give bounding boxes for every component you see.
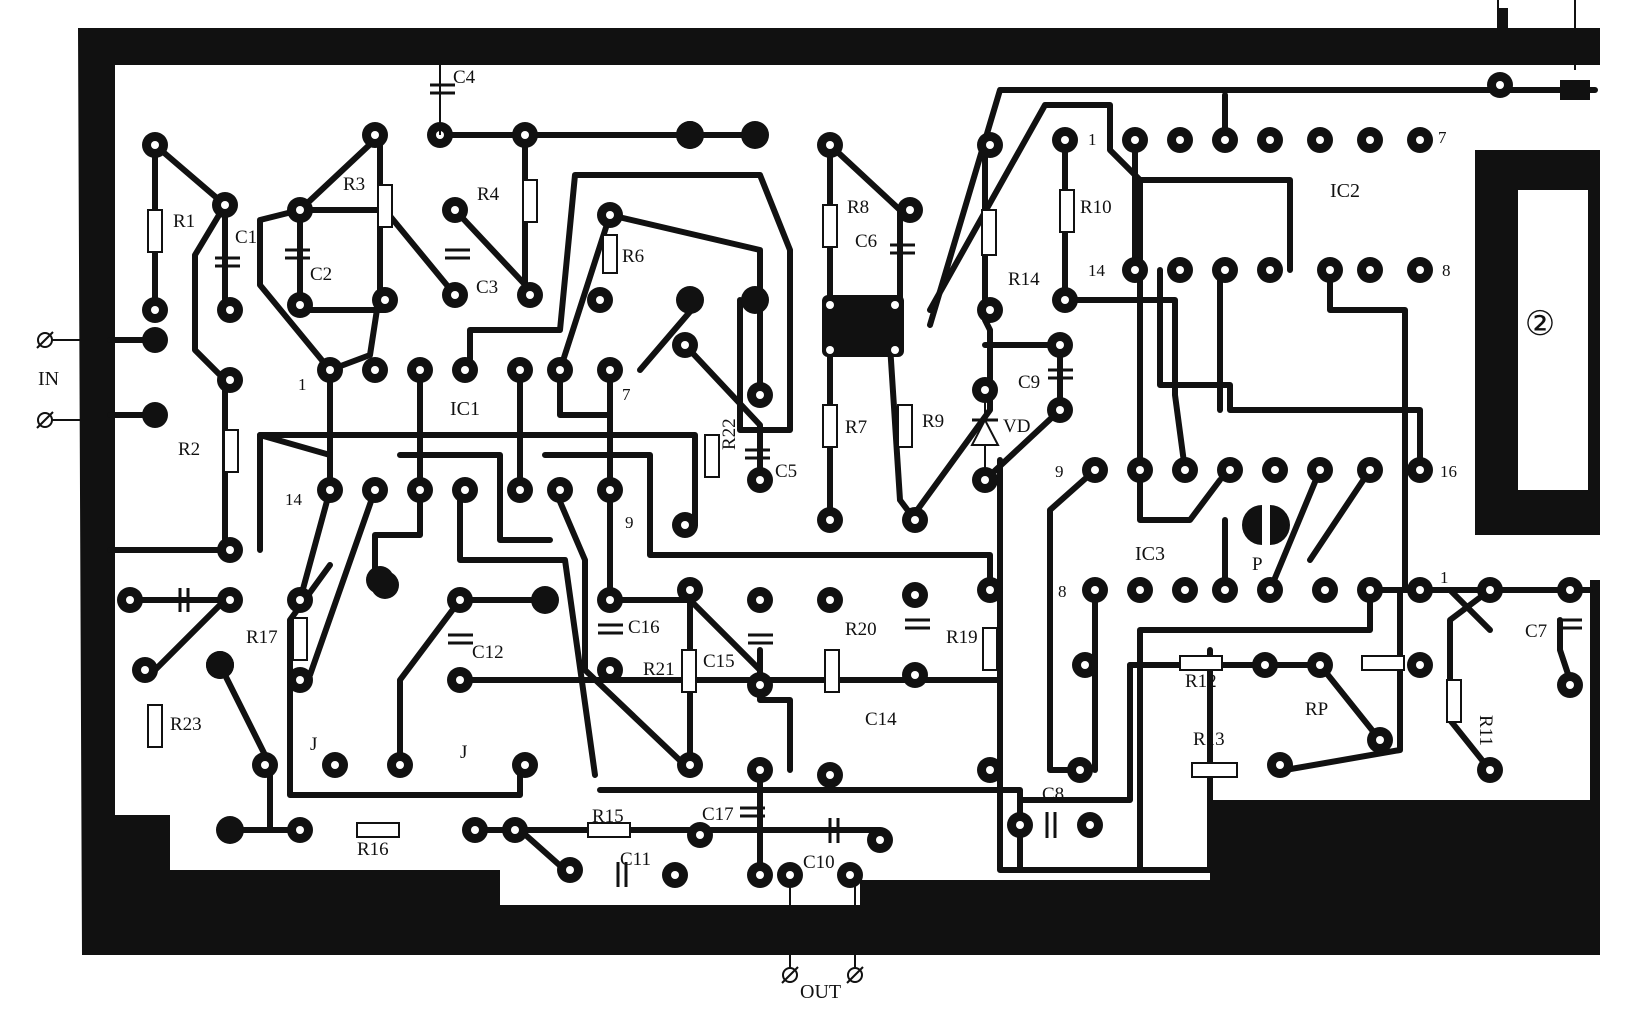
pin-ic2-7: 7 <box>1438 128 1447 147</box>
label-rp: RP <box>1305 699 1328 720</box>
label-r6: R6 <box>622 246 644 267</box>
label-c17: C17 <box>702 804 734 825</box>
label-c11: C11 <box>620 849 651 870</box>
module-window <box>1518 190 1588 490</box>
label-c9: C9 <box>1018 372 1040 393</box>
label-r10: R10 <box>1080 197 1112 218</box>
label-c15: C15 <box>703 651 735 672</box>
pin-ic3-16: 16 <box>1440 462 1457 481</box>
label-r13: R13 <box>1193 729 1225 750</box>
label-c3: C3 <box>476 277 498 298</box>
pin-ic2-8: 8 <box>1442 261 1451 280</box>
label-ic2: IC2 <box>1330 180 1360 202</box>
label-r8: R8 <box>847 197 869 218</box>
label-r1: R1 <box>173 211 195 232</box>
label-r22: R22 <box>719 418 740 450</box>
pin-ic3-8: 8 <box>1058 582 1067 601</box>
pin-ic2-1: 1 <box>1088 130 1097 149</box>
pin-ic3-9: 9 <box>1055 462 1064 481</box>
label-r16: R16 <box>357 839 389 860</box>
label-r11: R11 <box>1475 715 1496 746</box>
label-in: IN <box>38 368 59 390</box>
relay-p <box>1242 505 1290 545</box>
label-r7: R7 <box>845 417 867 438</box>
label-r9: R9 <box>922 411 944 432</box>
label-r2: R2 <box>178 439 200 460</box>
diode-vd <box>970 395 1000 470</box>
label-p: P <box>1252 554 1263 575</box>
label-j-right: J <box>460 742 467 763</box>
label-c10: C10 <box>803 852 835 873</box>
label-r23: R23 <box>170 714 202 735</box>
label-c16: C16 <box>628 617 660 638</box>
label-c8: C8 <box>1042 784 1064 805</box>
label-r14: R14 <box>1008 269 1040 290</box>
label-vd: VD <box>1003 416 1030 437</box>
copper-island <box>822 295 904 357</box>
label-c14: C14 <box>865 709 897 730</box>
label-r3: R3 <box>343 174 365 195</box>
label-ic1: IC1 <box>450 398 480 420</box>
board-number: ② <box>1525 306 1555 343</box>
label-j-left: J <box>310 734 317 755</box>
capacitor-symbols <box>178 45 1582 887</box>
pin-ic3-1: 1 <box>1440 568 1449 587</box>
label-c5: C5 <box>775 461 797 482</box>
pin-ic1-1: 1 <box>298 375 307 394</box>
label-r17: R17 <box>246 627 278 648</box>
component-outlines <box>147 179 1462 838</box>
label-c1: C1 <box>235 227 257 248</box>
label-out: OUT <box>800 981 841 1003</box>
pin-ic1-7: 7 <box>622 385 631 404</box>
label-r15: R15 <box>592 806 624 827</box>
label-r12: R12 <box>1185 671 1217 692</box>
label-r21: R21 <box>643 659 675 680</box>
label-c2: C2 <box>310 264 332 285</box>
label-c4: C4 <box>453 67 476 88</box>
label-ic3: IC3 <box>1135 543 1165 565</box>
label-c6: C6 <box>855 231 877 252</box>
labels: ② IN OUT IC1 IC2 IC3 1 7 14 9 1 7 14 8 9… <box>38 67 1555 1003</box>
ground-border <box>78 8 1600 955</box>
label-c12: C12 <box>472 642 504 663</box>
pin-ic2-14: 14 <box>1088 261 1106 280</box>
io-terminals <box>36 331 864 984</box>
label-r20: R20 <box>845 619 877 640</box>
label-r4: R4 <box>477 184 500 205</box>
pin-ic1-9: 9 <box>625 513 634 532</box>
label-r19: R19 <box>946 627 978 648</box>
label-c7: C7 <box>1525 621 1547 642</box>
pin-ic1-14: 14 <box>285 490 303 509</box>
